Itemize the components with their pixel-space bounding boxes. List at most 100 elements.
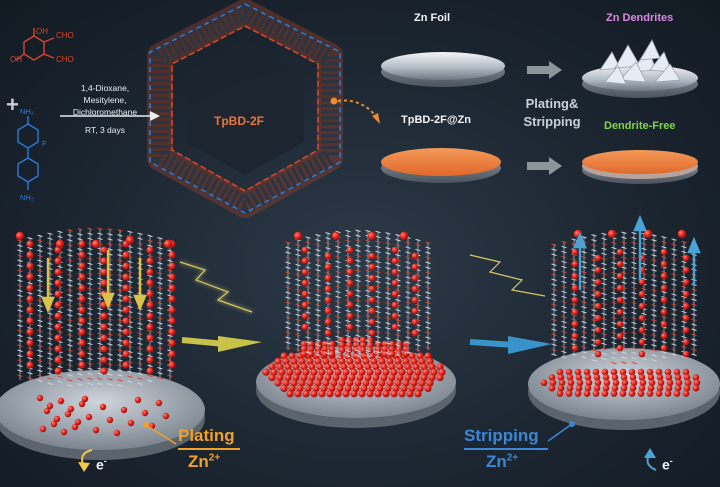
cof-layer xyxy=(611,271,617,275)
cof-layer xyxy=(305,256,311,259)
zinc-ion xyxy=(146,345,154,353)
cof-layer xyxy=(681,285,687,289)
cof-layer xyxy=(355,279,361,282)
zinc-ion xyxy=(134,396,142,404)
cof-layer xyxy=(365,324,371,328)
zinc-ion xyxy=(367,231,377,241)
deposited-zinc-cluster xyxy=(395,340,403,348)
cof-layer xyxy=(691,293,697,296)
cof-layer xyxy=(561,260,567,264)
remaining-zinc xyxy=(638,384,646,392)
cof-layer xyxy=(395,339,401,342)
cof-layer xyxy=(425,256,431,259)
cof-framework xyxy=(147,0,343,218)
deposited-zinc xyxy=(292,374,300,382)
deposited-zinc-cluster xyxy=(359,336,367,344)
cof-layer xyxy=(611,356,617,360)
cof-layer xyxy=(631,341,637,345)
zinc-ion xyxy=(346,257,354,265)
cof-layer xyxy=(611,301,617,305)
cof-layer xyxy=(415,343,421,347)
zinc-ion xyxy=(324,318,332,326)
cof-layer xyxy=(97,377,103,381)
cof-layer xyxy=(77,378,83,381)
cof-layer xyxy=(631,271,637,275)
zinc-ion xyxy=(594,278,602,286)
cof-layer xyxy=(37,234,43,238)
deposited-zinc xyxy=(282,357,290,365)
cof-layer xyxy=(661,271,667,274)
cof-layer xyxy=(671,268,677,271)
cof-layer xyxy=(591,234,597,237)
deposited-zinc xyxy=(286,368,294,376)
cof-layer xyxy=(285,311,291,314)
zinc-ion xyxy=(660,320,668,328)
zinc-ion xyxy=(324,274,332,282)
cof-layer xyxy=(147,274,153,278)
remaining-zinc xyxy=(674,384,682,392)
cof-layer xyxy=(581,326,587,329)
cof-layer xyxy=(651,284,657,287)
deposited-zinc xyxy=(376,384,384,392)
zinc-ion xyxy=(301,312,309,320)
zinc-ion xyxy=(100,279,108,287)
cof-layer xyxy=(365,344,371,348)
remaining-zinc xyxy=(657,379,665,387)
electron-in-charge: - xyxy=(103,456,107,466)
cof-layer xyxy=(621,231,627,234)
cof-layer xyxy=(47,332,53,335)
zinc-ion xyxy=(368,296,376,304)
deposited-zinc xyxy=(284,363,292,371)
cof-layer xyxy=(167,249,173,252)
cof-layer xyxy=(365,239,371,243)
fluorine-atom: F xyxy=(42,139,47,148)
cof-layer xyxy=(581,356,587,359)
cof-layer xyxy=(581,271,587,274)
cof-layer xyxy=(97,232,103,236)
cof-layer xyxy=(147,234,153,238)
cof-layer xyxy=(37,309,43,313)
cof-layer xyxy=(285,301,291,304)
zinc-ion xyxy=(571,344,579,352)
cof-layer xyxy=(621,266,627,269)
cof-layer xyxy=(355,334,361,337)
cof-layer xyxy=(611,296,617,300)
cof-layer xyxy=(641,287,647,291)
remaining-zinc xyxy=(593,374,601,381)
cof-layer xyxy=(631,261,637,265)
remaining-zinc xyxy=(583,390,591,397)
cof-layer xyxy=(127,335,133,339)
cof-layer xyxy=(631,231,637,235)
cof-layer xyxy=(355,244,361,247)
cof-layer xyxy=(17,254,23,257)
cof-layer xyxy=(295,293,301,297)
cof-layer xyxy=(157,247,163,250)
cof-layer xyxy=(581,331,587,334)
cof-layer xyxy=(107,328,113,331)
zinc-ion xyxy=(660,332,668,340)
cof-layer xyxy=(157,237,163,240)
zinc-ion xyxy=(616,332,624,340)
deposited-zinc xyxy=(390,390,398,398)
cof-layer xyxy=(601,232,607,236)
cof-layer xyxy=(295,343,301,347)
cof-layer xyxy=(681,300,687,304)
cof-layer xyxy=(571,238,577,241)
cof-layer xyxy=(385,322,391,325)
deposited-zinc xyxy=(340,363,348,371)
plating-underline xyxy=(178,448,240,450)
deposited-zinc xyxy=(360,384,368,392)
cof-layer xyxy=(335,345,341,349)
cof-layer xyxy=(305,331,311,334)
cof-layer xyxy=(691,348,697,351)
deposited-zinc xyxy=(346,357,354,365)
cof-layer xyxy=(601,332,607,336)
cof-layer xyxy=(345,339,351,343)
cof-layer xyxy=(365,354,371,358)
cof-layer xyxy=(671,323,677,326)
cof-layer xyxy=(621,331,627,334)
cof-layer xyxy=(315,249,321,252)
deposited-zinc xyxy=(320,384,328,392)
cof-layer xyxy=(137,362,143,365)
deposited-zinc xyxy=(402,357,410,365)
